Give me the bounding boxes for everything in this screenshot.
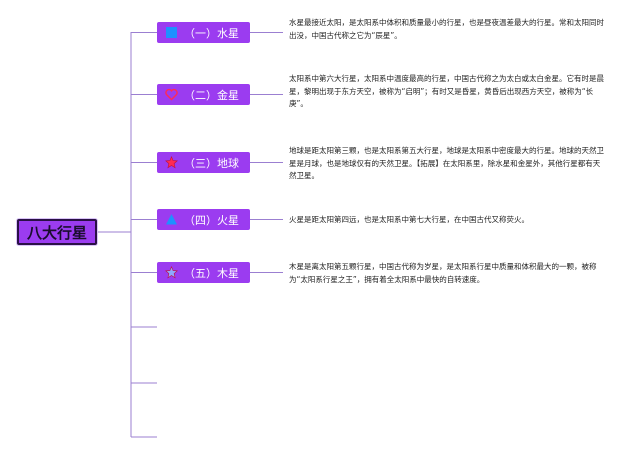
planet-node[interactable]: （二）金星 (157, 84, 250, 105)
planet-description: 地球是距太阳第三颗，也是太阳系第五大行星，地球是太阳系中密度最大的行星。地球的天… (289, 146, 604, 180)
planet-node[interactable]: （四）火星 (157, 209, 250, 230)
triangle-icon (165, 213, 178, 226)
root-label: 八大行星 (26, 223, 87, 242)
star-icon (165, 266, 178, 279)
planet-label: （四）火星 (184, 213, 239, 227)
planet-description: 太阳系中第六大行星，太阳系中温度最高的行星，中国古代称之为太白或太白金星。它有时… (289, 74, 604, 108)
root-node[interactable]: 八大行星 (17, 219, 97, 245)
square-icon (165, 26, 178, 39)
star-icon (165, 156, 178, 169)
planet-node[interactable]: （一）水星 (157, 22, 250, 43)
heart-icon (165, 88, 178, 101)
planet-node[interactable]: （三）地球 (157, 152, 250, 173)
planet-description: 木星是离太阳第五颗行星，中国古代称为岁星，是太阳系行星中质量和体积最大的一颗，被… (289, 262, 597, 284)
planet-description: 火星是距太阳第四远，也是太阳系中第七大行星，在中国古代又称荧火。 (289, 215, 529, 224)
planet-node[interactable]: （五）木星 (157, 262, 250, 283)
planet-label: （三）地球 (184, 156, 239, 170)
planet-description: 水星最接近太阳，是太阳系中体积和质量最小的行星，也是昼夜温差最大的行星。常和太阳… (289, 18, 604, 40)
planet-label: （五）木星 (184, 266, 239, 280)
planet-label: （一）水星 (184, 26, 239, 40)
planet-label: （二）金星 (184, 88, 239, 102)
